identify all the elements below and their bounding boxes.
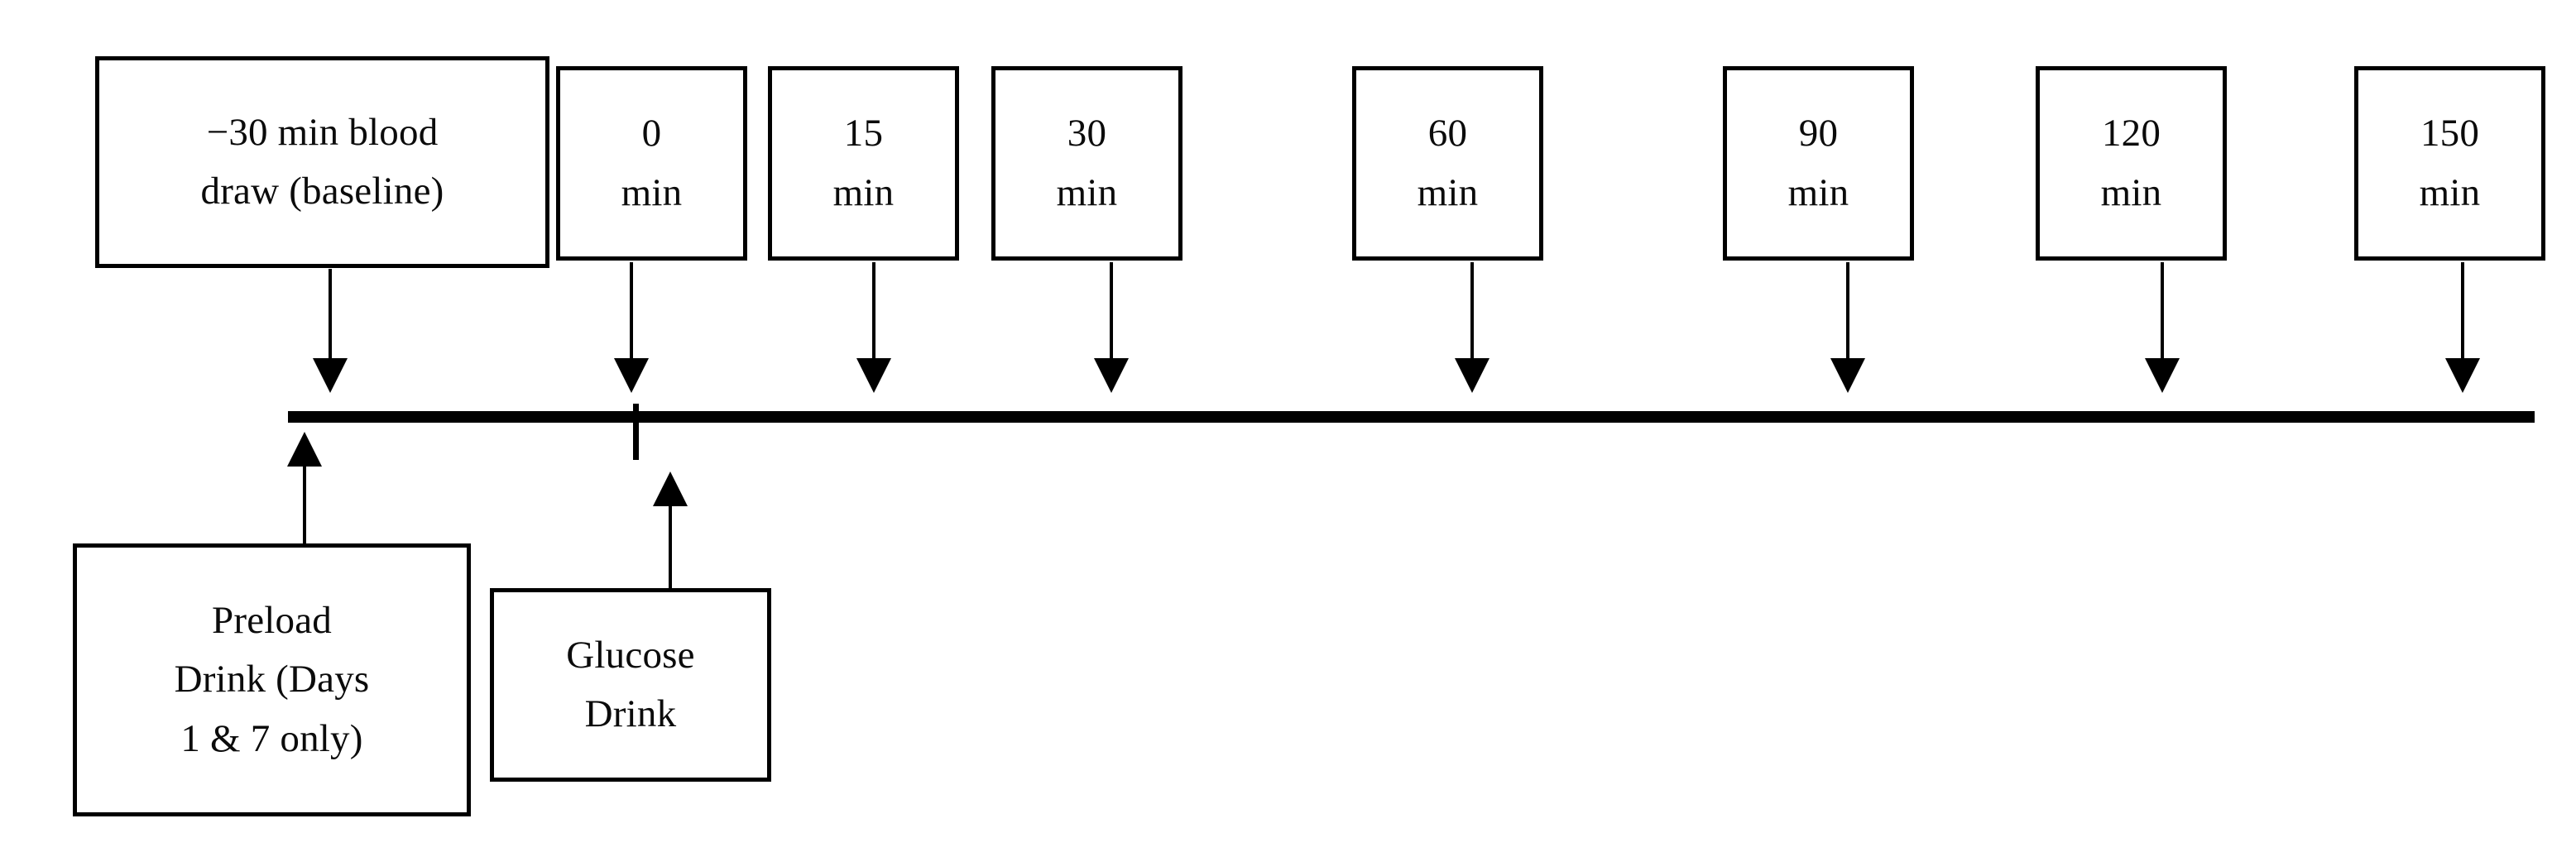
timepoint-box-90min[interactable]: 90 min bbox=[1723, 66, 1914, 261]
intervention-box-preload-drink[interactable]: Preload Drink (Days 1 & 7 only) bbox=[73, 543, 471, 816]
arrow-glucose-to-timeline bbox=[653, 471, 688, 591]
timeline-zero-tick bbox=[633, 404, 639, 460]
arrow-15min-to-timeline bbox=[856, 262, 891, 393]
timeline-bar bbox=[288, 411, 2535, 423]
arrow-baseline-to-timeline bbox=[313, 269, 348, 393]
timepoint-box-120min[interactable]: 120 min bbox=[2036, 66, 2227, 261]
timepoint-box-baseline[interactable]: −30 min blood draw (baseline) bbox=[95, 56, 549, 268]
timepoint-box-150min[interactable]: 150 min bbox=[2354, 66, 2545, 261]
arrow-60min-to-timeline bbox=[1455, 262, 1489, 393]
arrow-90min-to-timeline bbox=[1830, 262, 1865, 393]
timepoint-box-60min[interactable]: 60 min bbox=[1352, 66, 1543, 261]
arrow-0min-to-timeline bbox=[614, 262, 649, 393]
arrow-150min-to-timeline bbox=[2445, 262, 2480, 393]
arrow-preload-to-timeline bbox=[287, 432, 322, 548]
arrow-120min-to-timeline bbox=[2145, 262, 2180, 393]
arrow-30min-to-timeline bbox=[1094, 262, 1129, 393]
timepoint-box-0min[interactable]: 0 min bbox=[556, 66, 747, 261]
intervention-box-glucose-drink[interactable]: Glucose Drink bbox=[490, 588, 771, 782]
timepoint-box-15min[interactable]: 15 min bbox=[768, 66, 959, 261]
timepoint-box-30min[interactable]: 30 min bbox=[991, 66, 1182, 261]
